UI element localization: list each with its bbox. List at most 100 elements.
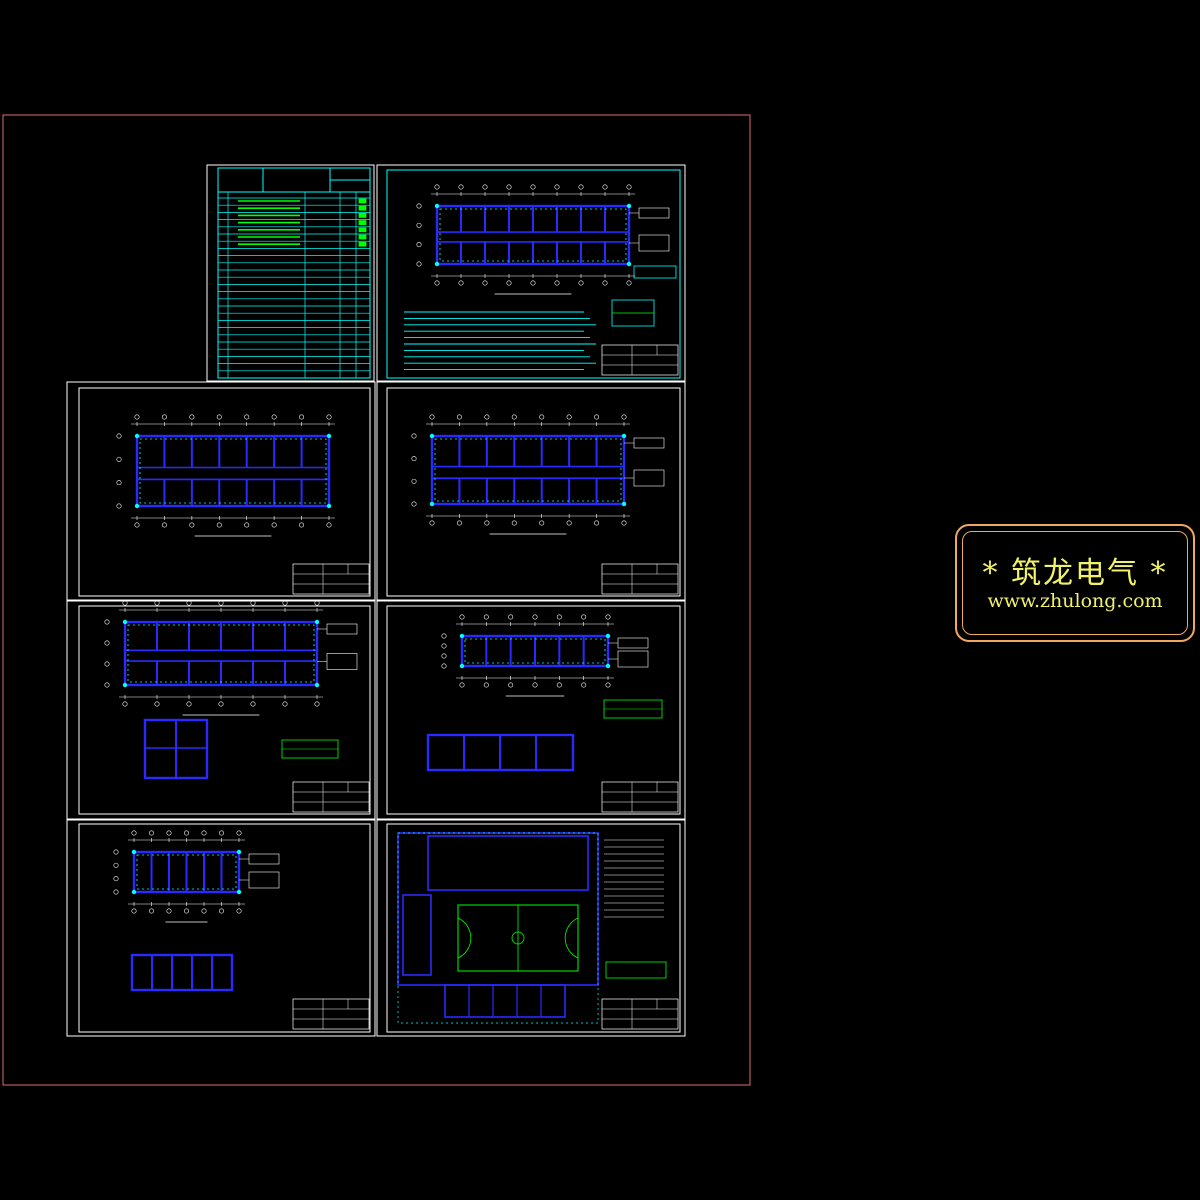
axis-bubble xyxy=(581,682,587,688)
axis-bubble xyxy=(299,522,305,528)
axis-bubble xyxy=(508,682,514,688)
axis-bubble xyxy=(459,682,465,688)
axis-bubble xyxy=(602,280,608,286)
axis-bubble xyxy=(116,433,122,439)
axis-bubble xyxy=(566,414,572,420)
site-plan-court xyxy=(397,832,667,1024)
axis-bubble xyxy=(116,503,122,509)
axis-bubble xyxy=(116,456,122,462)
sheet-floor-plan-5 xyxy=(66,819,376,1037)
axis-bubble xyxy=(244,522,250,528)
grounding-point xyxy=(626,203,632,209)
axis-bubble xyxy=(511,414,517,420)
grounding-point xyxy=(605,663,611,669)
axis-bubble xyxy=(189,414,195,420)
axis-bubble xyxy=(441,653,447,659)
annotation-box xyxy=(617,637,649,649)
axis-bubble xyxy=(554,280,560,286)
axis-bubble xyxy=(484,520,490,526)
annotation-box xyxy=(638,234,670,252)
axis-bubble xyxy=(566,520,572,526)
axis-bubble xyxy=(416,203,422,209)
index-page-mark xyxy=(358,234,367,240)
axis-bubble xyxy=(161,522,167,528)
axis-bubble xyxy=(282,701,288,707)
axis-bubble xyxy=(429,414,435,420)
title-block-frame xyxy=(292,998,370,1030)
lightning-conductor xyxy=(139,438,327,504)
axis-bubble xyxy=(482,184,488,190)
lower-building xyxy=(444,984,566,1018)
index-page-mark xyxy=(358,212,367,218)
grounding-point xyxy=(434,261,440,267)
axis-bubble xyxy=(626,184,632,190)
axis-bubble xyxy=(458,280,464,286)
grounding-point xyxy=(429,501,435,507)
axis-bubble xyxy=(184,908,190,914)
axis-bubble xyxy=(556,614,562,620)
axis-bubble xyxy=(482,280,488,286)
grounding-point xyxy=(134,503,140,509)
axis-bubble xyxy=(201,908,207,914)
index-page-mark xyxy=(358,227,367,233)
lightning-conductor xyxy=(127,624,315,683)
grounding-point xyxy=(459,633,465,639)
axis-bubble xyxy=(621,414,627,420)
axis-bubble xyxy=(166,908,172,914)
axis-bubble xyxy=(113,876,119,882)
axis-bubble xyxy=(134,522,140,528)
axis-bubble xyxy=(149,830,155,836)
axis-bubble xyxy=(134,414,140,420)
axis-bubble xyxy=(411,478,417,484)
axis-bubble xyxy=(104,682,110,688)
axis-bubble xyxy=(116,480,122,486)
axis-bubble xyxy=(530,280,536,286)
axis-bubble xyxy=(271,414,277,420)
axis-bubble xyxy=(441,663,447,669)
annotation-box xyxy=(633,437,665,449)
axis-bubble xyxy=(131,908,137,914)
notes-text-lines xyxy=(404,265,677,371)
grounding-point xyxy=(626,261,632,267)
axis-bubble xyxy=(459,614,465,620)
axis-bubble xyxy=(594,520,600,526)
axis-bubble xyxy=(411,456,417,462)
axis-bubble xyxy=(532,682,538,688)
side-building xyxy=(402,894,432,976)
sheet-floor-plan-4 xyxy=(376,600,686,820)
axis-bubble xyxy=(441,633,447,639)
watermark-title: * 筑龙电气 * xyxy=(982,556,1168,591)
sheet-drawing-index xyxy=(206,164,375,382)
axis-bubble xyxy=(416,222,422,228)
watermark-frame: * 筑龙电气 * www.zhulong.com xyxy=(955,524,1195,642)
axis-bubble xyxy=(416,242,422,248)
site-conductor xyxy=(397,832,599,1024)
outer-wall xyxy=(130,953,234,992)
court-arc-left xyxy=(457,917,472,959)
axis-bubble xyxy=(314,701,320,707)
outer-wall xyxy=(430,434,626,506)
axis-bubble xyxy=(434,184,440,190)
axis-bubble xyxy=(326,414,332,420)
sheet-floor-plan-2 xyxy=(376,381,686,601)
axis-bubble xyxy=(271,522,277,528)
title-block-site xyxy=(601,998,679,1030)
axis-bubble xyxy=(511,520,517,526)
grounding-point xyxy=(314,619,320,625)
outer-drawing-border xyxy=(2,114,751,1086)
grounding-point xyxy=(429,433,435,439)
axis-bubble xyxy=(186,701,192,707)
axis-bubble xyxy=(166,830,172,836)
title-block-design-notes xyxy=(601,344,679,376)
grounding-point xyxy=(314,682,320,688)
grounding-point xyxy=(131,889,137,895)
axis-bubble xyxy=(236,908,242,914)
lightning-conductor xyxy=(136,854,237,890)
annotation-box xyxy=(326,653,358,670)
grounding-point xyxy=(326,433,332,439)
axis-bubble xyxy=(122,600,128,606)
axis-bubble xyxy=(219,830,225,836)
axis-bubble xyxy=(218,600,224,606)
axis-bubble xyxy=(483,682,489,688)
title-block-frame xyxy=(601,781,679,813)
